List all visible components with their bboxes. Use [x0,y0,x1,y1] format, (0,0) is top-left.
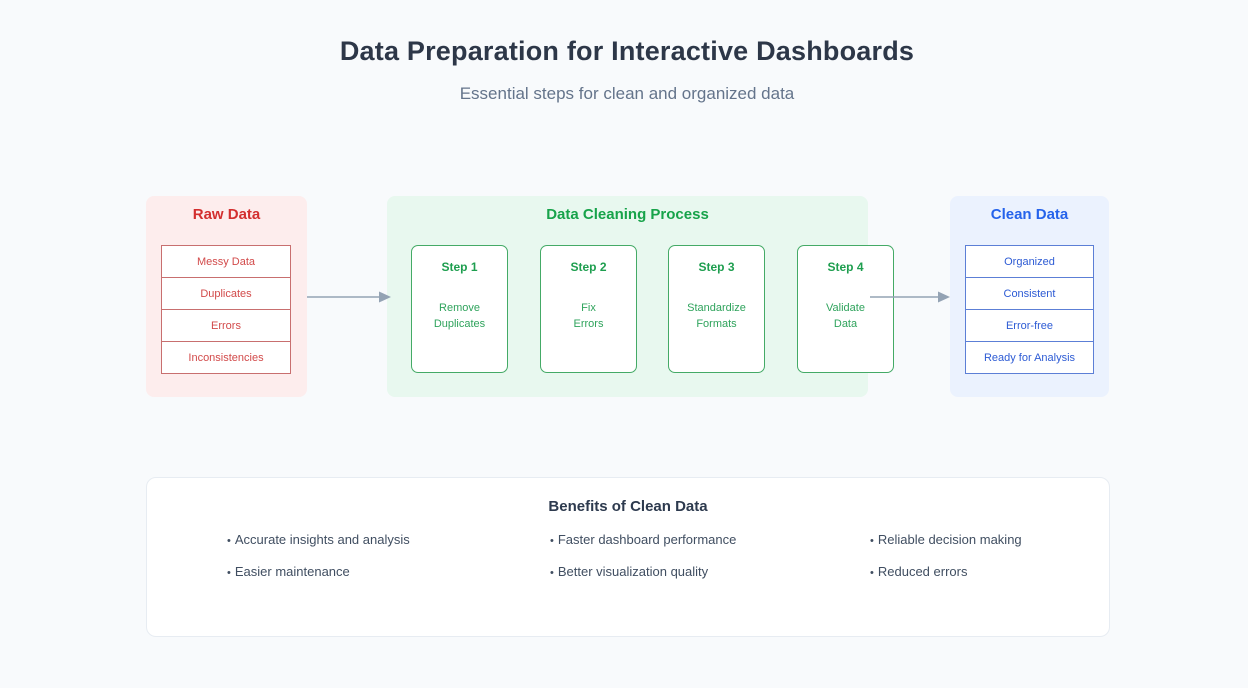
page-subtitle: Essential steps for clean and organized … [459,84,795,103]
step-2-label: Step 2 [570,260,607,274]
step-1-description: Remove Duplicates [412,300,507,332]
cleaning-process-panel: Data Cleaning Process Step 1 Remove Dupl… [387,196,894,397]
benefit-item: •Accurate insights and analysis [227,532,410,547]
step-2-desc-line1: Fix [581,302,596,314]
raw-data-item: Messy Data [162,246,290,278]
benefit-text: Reduced errors [877,564,968,579]
step-card-1: Step 1 Remove Duplicates [411,245,508,373]
bullet-icon: • [550,567,554,579]
bullet-icon: • [870,535,874,547]
clean-data-item: Consistent [966,278,1093,310]
clean-data-panel-title: Clean Data [990,206,1069,223]
benefit-item: •Faster dashboard performance [550,532,736,547]
step-2-desc-line2: Errors [573,318,604,330]
benefit-text: Reliable decision making [877,532,1022,547]
bullet-icon: • [227,535,231,547]
benefit-item: •Better visualization quality [550,564,708,579]
bullet-icon: • [227,567,231,579]
step-4-desc-line2: Data [833,318,858,330]
raw-data-table: Messy Data Duplicates Errors Inconsisten… [161,245,291,374]
benefit-text: Better visualization quality [557,564,709,579]
step-2-description: Fix Errors [541,300,636,332]
raw-data-item: Errors [162,310,290,342]
clean-data-item: Ready for Analysis [983,351,1076,364]
clean-data-item: Organized [966,246,1093,278]
benefit-item: •Reliable decision making [870,532,1022,547]
raw-data-panel: Raw Data Messy Data Duplicates Errors In… [146,196,307,397]
raw-data-item: Duplicates [162,278,290,310]
benefit-text: Accurate insights and analysis [234,532,410,547]
benefits-card: Benefits of Clean Data •Accurate insight… [146,477,1110,637]
bullet-icon: • [550,535,554,547]
page-title: Data Preparation for Interactive Dashboa… [339,36,915,66]
step-4-desc-line1: Validate [826,302,865,314]
step-3-desc-line2: Formats [696,318,737,330]
clean-data-item: Error-free [966,310,1093,342]
benefit-text: Faster dashboard performance [557,532,737,547]
step-4-label: Step 4 [827,260,864,274]
step-1-desc-line2: Duplicates [433,318,486,330]
step-3-desc-line1: Standardize [687,302,746,314]
benefit-text: Easier maintenance [234,564,350,579]
step-card-4: Step 4 Validate Data [797,245,894,373]
step-1-label: Step 1 [441,260,478,274]
step-3-description: Standardize Formats [669,300,764,332]
step-card-2: Step 2 Fix Errors [540,245,637,373]
bullet-icon: • [870,567,874,579]
clean-data-panel: Clean Data Organized Consistent Error-fr… [950,196,1109,397]
benefit-item: •Reduced errors [870,564,967,579]
raw-data-panel-title: Raw Data [192,206,261,223]
benefits-title: Benefits of Clean Data [548,498,708,515]
step-1-desc-line1: Remove [439,302,480,314]
step-card-3: Step 3 Standardize Formats [668,245,765,373]
clean-data-table: Organized Consistent Error-free Ready fo… [965,245,1094,374]
raw-data-item: Inconsistencies [188,351,264,364]
cleaning-process-panel-title: Data Cleaning Process [546,206,709,223]
step-4-description: Validate Data [798,300,893,332]
step-3-label: Step 3 [698,260,735,274]
arrow-raw-to-cleaning-icon [307,291,391,303]
benefit-item: •Easier maintenance [227,564,350,579]
